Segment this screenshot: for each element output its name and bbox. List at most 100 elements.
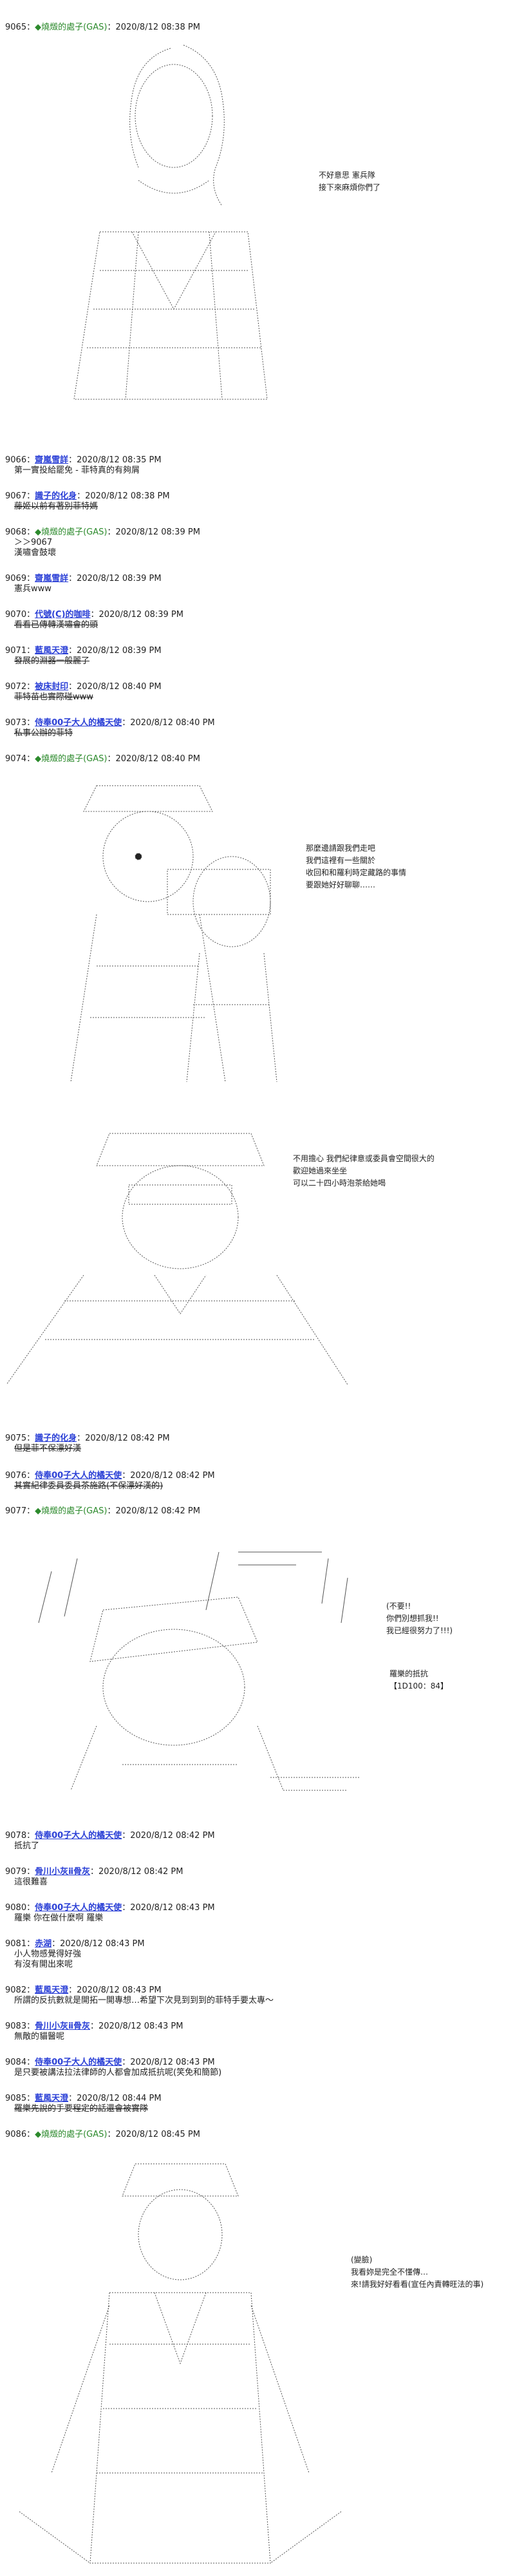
post-9069: 9069：齋嵐雪詳：2020/8/12 08:39 PM 憲兵www — [5, 573, 507, 594]
post-body: ＞＞9067 漢嘯會鼓壞 — [14, 538, 57, 558]
post-author-link[interactable]: 被床封印 — [35, 682, 69, 692]
post-date: ：2020/8/12 08:42 PM — [122, 1471, 215, 1481]
ascii-art-two-figures — [70, 785, 277, 1083]
post-date: ：2020/8/12 08:42 PM — [107, 1506, 200, 1516]
post-author: ◆燒燬的處子(GAS) — [35, 754, 108, 764]
post-date: ：2020/8/12 08:40 PM — [107, 754, 200, 764]
post-author-link[interactable]: 侍奉00子大人的橘天使 — [35, 2058, 122, 2067]
post-date: ：2020/8/12 08:35 PM — [68, 455, 162, 465]
post-date: ：2020/8/12 08:42 PM — [90, 1867, 183, 1877]
post-date: ：2020/8/12 08:40 PM — [122, 718, 215, 728]
post-author-link[interactable]: 識子的化身 — [35, 491, 77, 501]
post-author-link[interactable]: 齋嵐雪詳 — [35, 574, 69, 583]
post-9081: 9081：赤湖：2020/8/12 08:43 PM 小人物感覺得好強 有沒有開… — [5, 1938, 507, 1970]
post-9085: 9085：藍風天澄：2020/8/12 08:44 PM 羅樂先說的手要程定的話… — [5, 2093, 507, 2114]
post-author-link[interactable]: 骨川小灰ⅱ骨灰 — [35, 1867, 90, 1877]
post-number: 9065： — [5, 23, 35, 32]
post-number: 9077： — [5, 1506, 35, 1516]
post-author-link[interactable]: 齋嵐雪詳 — [35, 455, 69, 465]
post-author-link[interactable]: 侍奉00子大人的橘天使 — [35, 718, 122, 728]
post-body: 發展的淵器一般麗了 — [14, 656, 90, 666]
speech-text: (不要!! 你們別想抓我!! 我已經很努力了!!!) — [386, 1600, 453, 1637]
ascii-art-struggle — [38, 1551, 360, 1791]
post-body: 羅樂 你在做什麼啊 羅樂 — [14, 1913, 104, 1923]
speech-line: 你們別想抓我!! — [386, 1614, 439, 1623]
post-date: ：2020/8/12 08:44 PM — [68, 2094, 162, 2103]
post-author-link[interactable]: 藍風天澄 — [35, 646, 69, 656]
post-body: 憲兵www — [14, 584, 52, 594]
speech-line: 不好意思 憲兵隊 — [319, 171, 375, 180]
post-body: 但是菲不保漂好漢 — [14, 1444, 82, 1454]
post-date: ：2020/8/12 08:45 PM — [107, 2130, 200, 2139]
post-author-link[interactable]: 赤湖 — [35, 1939, 52, 1949]
speech-line: 我看妳是完全不懂傳… — [351, 2268, 429, 2277]
speech-line: 要跟她好好聊聊…… — [306, 880, 376, 889]
post-number: 9084： — [5, 2058, 35, 2067]
post-number: 9066： — [5, 455, 35, 465]
speech-text: (變臉) 我看妳是完全不懂傳… 來!請我好好看看(宣任內責轉旺法的事) — [351, 2254, 483, 2291]
post-number: 9070： — [5, 610, 35, 620]
post-9084: 9084：侍奉00子大人的橘天使：2020/8/12 08:43 PM 是只要被… — [5, 2057, 507, 2078]
post-date: ：2020/8/12 08:38 PM — [77, 491, 170, 501]
post-author-link[interactable]: 藍風天澄 — [35, 2094, 69, 2103]
post-9077: 9077：◆燒燬的處子(GAS)：2020/8/12 08:42 PM — [5, 1506, 507, 1517]
post-body: 其實紀律委員委員茶施路(不保漂好漢的) — [14, 1481, 164, 1491]
post-body: 所謂的反抗數就是開拓一開專想…希望下次見到到到的菲特手要太專～ — [14, 1996, 274, 2005]
post-author-link[interactable]: 藍風天澄 — [35, 1985, 69, 1995]
post-author-link[interactable]: 代號(C)的咖啡 — [35, 610, 91, 620]
ascii-art-officer — [6, 1133, 348, 1385]
post-body: 羅樂先說的手要程定的話還會被實隊 — [14, 2104, 149, 2114]
post-body: 這很難喜 — [14, 1877, 48, 1887]
post-number: 9081： — [5, 1939, 35, 1949]
speech-line: 歡迎她過來坐坐 — [293, 1166, 348, 1175]
ascii-art-officer-standing — [19, 2163, 342, 2564]
post-9066: 9066：齋嵐雪詳：2020/8/12 08:35 PM 第一實投給罷免 - 菲… — [5, 455, 507, 476]
post-number: 9086： — [5, 2130, 35, 2139]
post-9082: 9082：藍風天澄：2020/8/12 08:43 PM 所謂的反抗數就是開拓一… — [5, 1985, 507, 2006]
post-number: 9074： — [5, 754, 35, 764]
post-date: ：2020/8/12 08:43 PM — [122, 2058, 215, 2067]
speech-line: (變臉) — [351, 2255, 373, 2264]
post-body: 無敵的貓醫呢 — [14, 2032, 65, 2041]
post-date: ：2020/8/12 08:40 PM — [68, 682, 162, 692]
post-9086: 9086：◆燒燬的處子(GAS)：2020/8/12 08:45 PM — [5, 2129, 507, 2140]
dice-roll-text: 羅樂的抵抗 【1D100：84】 — [389, 1668, 448, 1692]
post-number: 9082： — [5, 1985, 35, 1995]
speech-line: (不要!! — [386, 1602, 411, 1611]
post-body: 是只要被講法拉法律師的人都會加成抵抗呢(笑免和簡節) — [14, 2068, 222, 2078]
post-date: ：2020/8/12 08:39 PM — [107, 527, 200, 537]
post-body: 第一實投給罷免 - 菲特真的有夠屑 — [14, 466, 140, 475]
post-9079: 9079：骨川小灰ⅱ骨灰：2020/8/12 08:42 PM 這很難喜 — [5, 1866, 507, 1888]
post-9068: 9068：◆燒燬的處子(GAS)：2020/8/12 08:39 PM ＞＞90… — [5, 527, 507, 558]
post-date: ：2020/8/12 08:43 PM — [122, 1903, 215, 1913]
speech-line: 不用擔心 我們紀律意或委員會空間很大的 — [293, 1154, 435, 1163]
post-author-link[interactable]: 侍奉00子大人的橘天使 — [35, 1903, 122, 1913]
speech-line: 那麼邊請跟我們走吧 — [306, 844, 376, 853]
post-author-link[interactable]: 識子的化身 — [35, 1434, 77, 1443]
post-author-link[interactable]: 骨川小灰ⅱ骨灰 — [35, 2022, 90, 2031]
speech-line: 我已經很努力了!!!) — [386, 1626, 453, 1635]
speech-line: 【1D100：84】 — [389, 1681, 449, 1690]
post-number: 9072： — [5, 682, 35, 692]
post-author: ◆燒燬的處子(GAS) — [35, 2130, 108, 2139]
speech-line: 來!請我好好看看(宣任內責轉旺法的事) — [351, 2280, 484, 2289]
post-body: 抵抗了 — [14, 1841, 40, 1851]
post-9075: 9075：識子的化身：2020/8/12 08:42 PM 但是菲不保漂好漢 — [5, 1433, 507, 1454]
speech-line: 我們這裡有一些關於 — [306, 856, 376, 865]
post-author: ◆燒燬的處子(GAS) — [35, 23, 108, 32]
post-body: 看看已傳轉漢嘯會的頭 — [14, 620, 98, 630]
post-author-link[interactable]: 侍奉00子大人的橘天使 — [35, 1471, 122, 1481]
speech-line: 接下來麻煩你們了 — [319, 183, 381, 192]
post-date: ：2020/8/12 08:39 PM — [68, 574, 162, 583]
post-header: 9065：◆燒燬的處子(GAS)：2020/8/12 08:38 PM — [5, 22, 507, 33]
post-number: 9079： — [5, 1867, 35, 1877]
post-date: ：2020/8/12 08:43 PM — [68, 1985, 162, 1995]
post-9076: 9076：侍奉00子大人的橘天使：2020/8/12 08:42 PM 其實紀律… — [5, 1470, 507, 1492]
post-author-link[interactable]: 侍奉00子大人的橘天使 — [35, 1831, 122, 1841]
post-9067: 9067：識子的化身：2020/8/12 08:38 PM 藤姬以前有著別菲特媽 — [5, 491, 507, 512]
post-date: ：2020/8/12 08:43 PM — [52, 1939, 145, 1949]
speech-text: 那麼邊請跟我們走吧 我們這裡有一些關於 收回和和羅利時定藏路的事情 要跟她好好聊… — [306, 842, 406, 891]
post-number: 9080： — [5, 1903, 35, 1913]
post-body: 藤姬以前有著別菲特媽 — [14, 502, 98, 511]
post-author: ◆燒燬的處子(GAS) — [35, 527, 108, 537]
